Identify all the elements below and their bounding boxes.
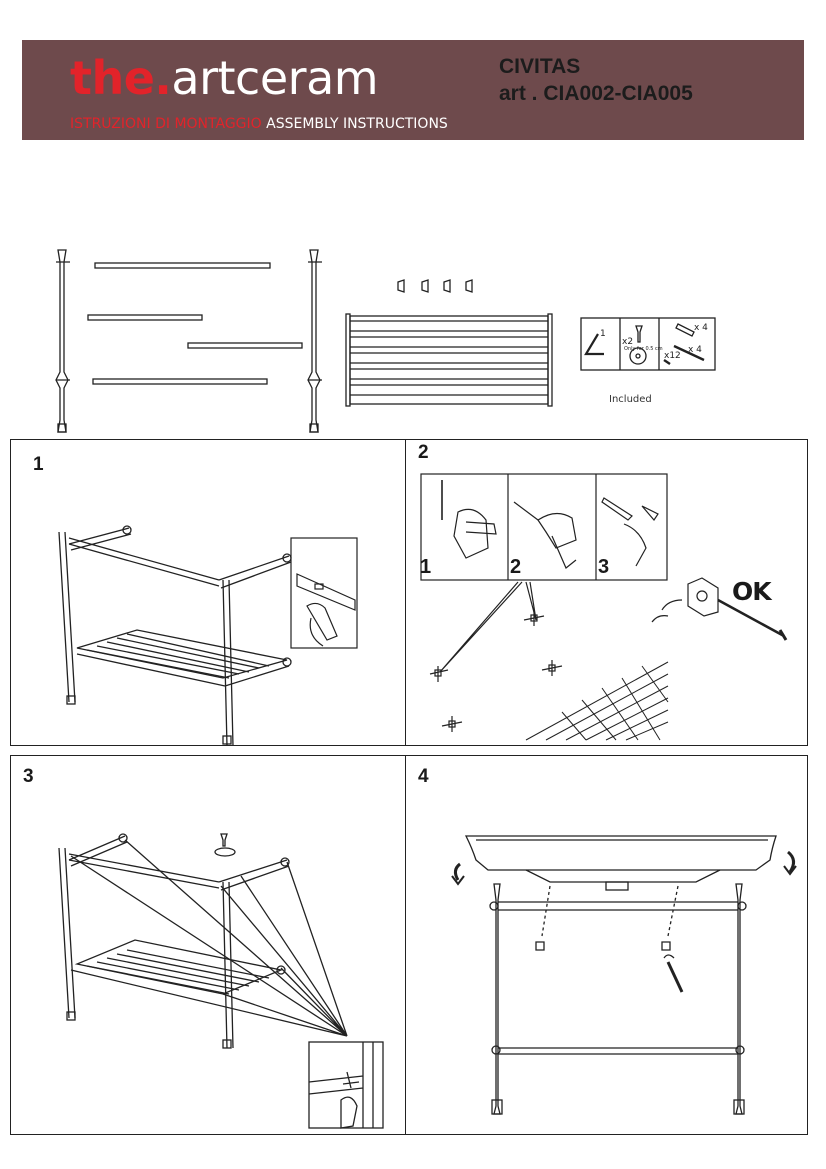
rotate-arrow-left <box>453 862 461 881</box>
fixing-inset <box>308 1041 384 1129</box>
product-info: CIVITAS art . CIA002-CIA005 <box>499 53 693 107</box>
sub-step-1: 1 <box>420 556 432 578</box>
leg-left <box>55 249 70 433</box>
rotate-arrow-right <box>786 850 795 873</box>
wrench-icon <box>666 961 684 993</box>
header-banner: the.artceram ISTRUZIONI DI MONTAGGIO ASS… <box>22 40 804 140</box>
brand-the: the. <box>70 51 172 105</box>
level-inset <box>290 537 358 649</box>
instructions-english: ASSEMBLY INSTRUCTIONS <box>266 116 448 132</box>
rail-mid-left <box>87 314 203 321</box>
ok-label: OK <box>732 577 772 606</box>
step-1-number: 1 <box>33 454 44 475</box>
hardware-box <box>580 317 716 371</box>
step-2-drawing <box>420 473 788 741</box>
bolt-count: x 4 <box>688 345 702 355</box>
washer-count: x2 <box>622 337 633 347</box>
step-2-number: 2 <box>418 442 429 463</box>
screw-count: x12 <box>664 351 681 361</box>
plug-count: x 4 <box>694 323 708 333</box>
leg-right <box>307 249 322 433</box>
included-label: Included <box>609 394 652 405</box>
rail-top <box>94 262 271 269</box>
step-4-drawing <box>451 835 797 1115</box>
wall-plug-icon <box>675 323 695 337</box>
washer-note: Only for 0.5 cm <box>624 346 663 352</box>
washer-icon <box>629 347 647 365</box>
hex-key-count: 1 <box>600 329 606 339</box>
washbasin <box>464 835 777 871</box>
step-2-panel: 2 <box>405 439 808 746</box>
step-1-drawing <box>58 525 358 747</box>
rail-mid-right <box>187 342 303 349</box>
article-code: art . CIA002-CIA005 <box>499 82 693 105</box>
bolt-icon <box>673 344 705 362</box>
hex-key-icon <box>584 333 604 356</box>
brand-logo: the.artceram <box>70 50 379 106</box>
screw-icon <box>635 325 643 343</box>
parts-overview: 1 x2 Only for 0.5 cm x12 x 4 x 4 <box>55 249 716 433</box>
floor-tiles <box>525 661 669 741</box>
step-4-panel: 4 <box>405 755 808 1135</box>
rail-bottom <box>92 378 268 385</box>
sub-step-2: 2 <box>510 556 522 578</box>
step-3-number: 3 <box>23 766 34 787</box>
wall-drill-marks <box>429 610 563 732</box>
product-name: CIVITAS <box>499 55 581 78</box>
step-3-panel: 3 <box>10 755 406 1135</box>
slatted-shelf <box>345 313 553 407</box>
instructions-subtitle: ISTRUZIONI DI MONTAGGIO ASSEMBLY INSTRUC… <box>70 116 448 132</box>
step-3-drawing <box>58 833 384 1129</box>
sub-step-3: 3 <box>598 556 610 578</box>
brand-name: artceram <box>171 51 379 105</box>
small-brackets <box>397 279 473 293</box>
instructions-italian: ISTRUZIONI DI MONTAGGIO <box>70 116 262 132</box>
step-1-panel: 1 <box>10 439 406 747</box>
drill-inset-box <box>420 473 668 581</box>
step-4-number: 4 <box>418 766 429 787</box>
